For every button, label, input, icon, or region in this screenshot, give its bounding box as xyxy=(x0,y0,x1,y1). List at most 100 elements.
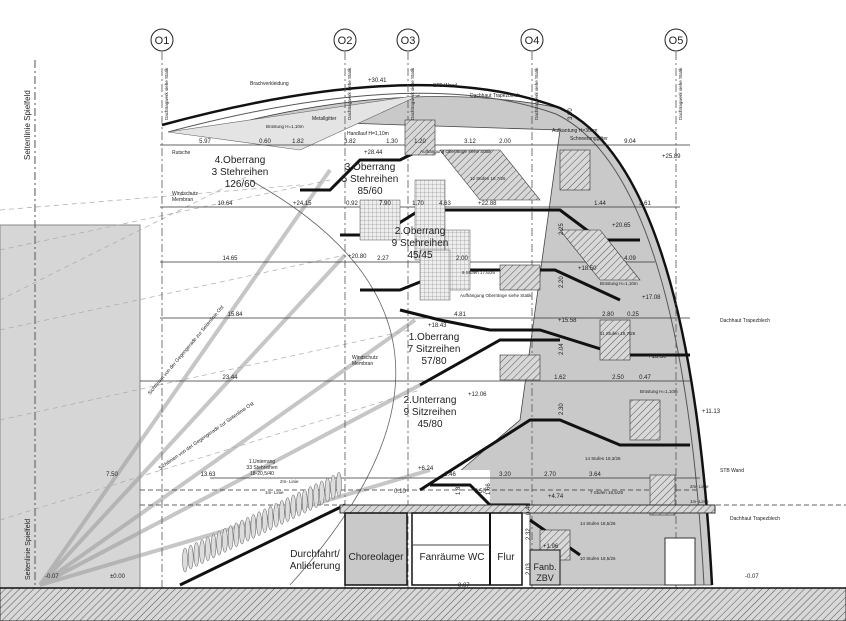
label-tiers-t1-1: 7 Sitzreihen xyxy=(408,344,461,355)
level-mark-15: +4.74 xyxy=(548,494,564,500)
annotation-14: Brüstung H=1,10m xyxy=(640,389,678,394)
annotation-22: 1m- Linie xyxy=(690,499,709,504)
side-line-label-top: Seitenlinie Spielfeld xyxy=(23,90,32,160)
dimension-label: 5.97 xyxy=(199,139,211,145)
spectator-figure xyxy=(319,480,325,506)
concourse-slab xyxy=(339,504,716,514)
annotation-13: Brüstung H=1,10m xyxy=(600,281,638,286)
dimension-label: 0.10 xyxy=(394,489,406,495)
room-choreolager xyxy=(344,512,408,586)
annotation-3: Metallgitter xyxy=(312,116,337,122)
sightline-note-2: Sichtlinien von der Gegengerade zur Seit… xyxy=(158,401,256,472)
spectator-figure xyxy=(227,525,234,550)
label-tiers-u1-2: 18-20,5/40 xyxy=(250,471,274,477)
level-mark-12: +12.06 xyxy=(468,392,487,398)
dimension-label: 2.70 xyxy=(544,472,556,478)
annotation-12: Brüstung H=1,10m xyxy=(266,124,304,129)
dimension-label: 1.30 xyxy=(386,139,398,145)
sightline-dashes xyxy=(0,174,421,521)
dimension-label: 2.50 xyxy=(612,375,624,381)
level-mark-10: +15.58 xyxy=(558,318,577,324)
dimension-label: 7.50 xyxy=(474,489,486,495)
axis-note: Dachtragwerk siehe Statik xyxy=(164,67,169,120)
annotation-27: 14 Stufen 18,5/26 xyxy=(580,521,616,526)
spectator-figure xyxy=(307,486,314,511)
label-rooms-fanb-0: Fanb. xyxy=(533,562,556,572)
door-right xyxy=(664,537,696,586)
ground-slab xyxy=(0,587,846,621)
vertical-dimension: 2.25 xyxy=(559,223,565,235)
annotation-26: 14 Stufen 18,3/26 xyxy=(585,456,621,461)
level-mark-20: -0.07 xyxy=(745,574,759,580)
roof-inner xyxy=(167,92,705,586)
annotation-2: Dachhaut Trapezblech xyxy=(470,93,520,99)
annotation-11: Membran xyxy=(352,361,373,367)
room-fanb xyxy=(529,549,561,586)
spectator-figure xyxy=(256,511,262,536)
annotation-1: STB Wand xyxy=(433,83,457,89)
spectator-figure xyxy=(262,508,268,534)
axis-marker xyxy=(333,28,357,52)
label-tiers-t4-1: 3 Stehreihen xyxy=(212,167,269,178)
room-fanraeume xyxy=(411,512,523,586)
roof-underside xyxy=(167,94,421,151)
dimension-label: 23.44 xyxy=(222,375,238,381)
label-tiers-u2-1: 9 Sitzreihen xyxy=(404,407,457,418)
dimension-label: 3.82 xyxy=(344,139,356,145)
label-rooms-fanb-1: ZBV xyxy=(536,573,554,583)
label-tiers-t1-0: 1.Oberrang xyxy=(409,332,460,343)
label-tiers-t2-0: 2.Oberrang xyxy=(395,226,446,237)
annotation-28: 10 Stufen 18,5/26 xyxy=(580,556,616,561)
dimension-label: 13.63 xyxy=(200,472,216,478)
dimension-label: 2.00 xyxy=(499,139,511,145)
label-tiers-u1-1: 33 Stehreihen xyxy=(246,465,277,471)
axis-note: Dachtragwerk siehe Statik xyxy=(410,67,415,120)
spectator-figure xyxy=(193,542,200,567)
spectator-figure xyxy=(301,488,308,514)
annotation-10: Windschutz xyxy=(352,355,378,361)
dimension-label: 4.63 xyxy=(439,201,451,207)
annotation-25: 11 Stufen 18,7/26 xyxy=(600,331,636,336)
level-mark-14: +6.24 xyxy=(418,466,434,472)
level-mark-4: +22.88 xyxy=(478,201,497,207)
axis-note: Dachtragwerk siehe Statik xyxy=(347,67,352,120)
dimension-label: 0.60 xyxy=(259,139,271,145)
annotation-6: Schneefanggitter xyxy=(570,136,608,142)
dimension-label: 3.61 xyxy=(639,201,651,207)
level-mark-5: +20.65 xyxy=(612,223,631,229)
upper-void xyxy=(345,470,490,505)
level-mark-2: +25.89 xyxy=(662,154,681,160)
label-tiers-t2-1: 9 Stehreihen xyxy=(392,238,449,249)
vertical-dimension: 2.20 xyxy=(559,276,565,288)
annotation-18: STB Wand xyxy=(720,468,744,474)
dimension-label: 1.70 xyxy=(412,201,424,207)
label-tiers-t4-0: 4.Oberrang xyxy=(215,155,266,166)
dimension-label: 1.82 xyxy=(292,139,304,145)
level-mark-3: +24.15 xyxy=(293,201,312,207)
spectator-figure xyxy=(182,547,188,573)
axis-marker xyxy=(520,28,544,52)
level-mark-11: +13.30 xyxy=(648,354,667,360)
label-rooms-choreolager: Choreolager xyxy=(348,552,404,563)
level-mark-18: -0.07 xyxy=(45,574,59,580)
annotation-9: Membran xyxy=(172,197,193,203)
label-tiers-t4-2: 126/60 xyxy=(225,179,256,190)
label-tiers-t3-0: 3.Oberrang xyxy=(345,162,396,173)
label-rooms-fanraeume: Fanräume WC xyxy=(419,552,484,563)
dimension-label: 4.09 xyxy=(624,256,636,262)
level-mark-13: +11.13 xyxy=(702,409,721,415)
axis-note: Dachtragwerk siehe Statik xyxy=(534,67,539,120)
spectator-rows xyxy=(182,472,342,573)
dimension-label: 1.62 xyxy=(554,375,566,381)
dimension-label: 3.64 xyxy=(589,472,601,478)
vertical-dimension: 2.32 xyxy=(526,528,532,540)
label-tiers-t3-1: 5 Stehreihen xyxy=(342,174,399,185)
label-rooms-flur: Flur xyxy=(497,552,515,563)
spectator-figure xyxy=(330,474,336,500)
spectator-figure xyxy=(250,514,257,539)
hatched-panels xyxy=(404,119,676,561)
annotation-4: Handlauf H=1,10m xyxy=(347,131,389,137)
spectator-figure xyxy=(222,528,228,553)
vertical-dimension: 0.46 xyxy=(526,503,532,515)
